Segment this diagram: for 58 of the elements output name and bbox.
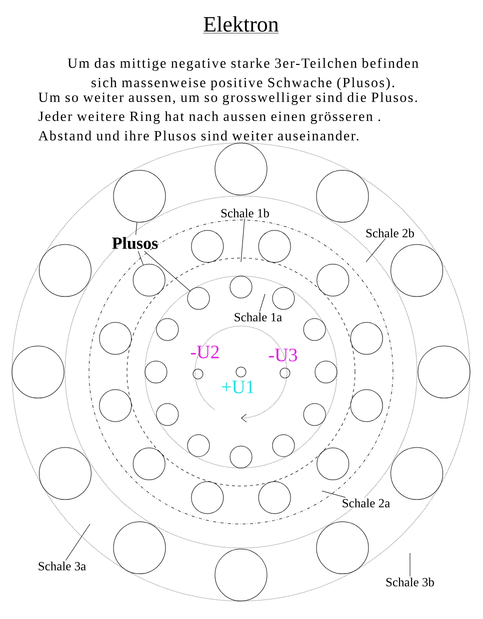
pluso-circle xyxy=(214,142,268,196)
pluso-circle xyxy=(99,322,132,355)
pluso-circle xyxy=(156,403,179,426)
charge-label: +U1 xyxy=(222,380,254,394)
leader-line xyxy=(322,490,346,498)
pluso-circle xyxy=(316,264,350,296)
pluso-circle xyxy=(144,360,168,384)
leader-line xyxy=(65,524,90,561)
description: Um so weiter aussen, um so grosswelliger sind die Plusos. xyxy=(38,92,417,105)
description: Jeder weitere Ring hat nach aussen einen grösseren . Abstand und ihre Plusos sind weiter auseinander. xyxy=(38,111,380,141)
pluso-circle xyxy=(316,522,369,574)
pluso-circle xyxy=(258,481,291,514)
title: Elektron xyxy=(202,16,280,34)
pluso-circle xyxy=(230,276,252,298)
pluso-circle xyxy=(132,448,166,480)
pluso-circle xyxy=(113,170,166,222)
callout-label: Schale 2b xyxy=(364,228,416,238)
pluso-circle xyxy=(187,287,210,310)
callout-label: Schale 2a xyxy=(340,498,392,508)
pluso-circle xyxy=(191,230,224,263)
leader-line xyxy=(144,250,190,292)
leader-line xyxy=(259,294,266,312)
pluso-circle xyxy=(113,522,166,574)
pluso-circle xyxy=(38,244,92,297)
callout-label: Schale 1b xyxy=(220,208,270,218)
pluso-circle xyxy=(350,322,383,355)
pluso-circle xyxy=(187,434,210,457)
leader-line xyxy=(138,250,144,266)
pluso-circle xyxy=(316,170,369,222)
pluso-circle xyxy=(350,389,383,422)
pluso-circle xyxy=(156,318,179,341)
description: Um das mittige negative starke 3er-Teilchen befinden sich massenweise positive Schwache (Plusos). xyxy=(68,58,418,90)
pluso-circle xyxy=(272,287,295,310)
charge-label: -U3 xyxy=(268,348,298,362)
charge-label: -U2 xyxy=(190,346,219,358)
callout-label: Schale 3a xyxy=(36,560,88,572)
callout-label: Plusos xyxy=(112,237,158,249)
pluso-circle xyxy=(99,389,132,422)
pluso-circle xyxy=(418,346,470,398)
pluso-circle xyxy=(191,481,224,514)
pluso-circle xyxy=(272,434,295,457)
pluso-circle xyxy=(314,360,338,384)
pluso-circle xyxy=(12,346,64,398)
leader-line xyxy=(136,222,138,236)
pluso-circle xyxy=(230,446,252,468)
pluso-circle xyxy=(214,548,268,602)
pluso-circle xyxy=(132,264,166,296)
pluso-circle xyxy=(390,244,444,297)
leader-line xyxy=(366,238,386,262)
callout-label: Schale 1a xyxy=(232,312,284,322)
pluso-circle xyxy=(390,447,444,500)
pluso-circle xyxy=(38,447,92,500)
callout-label: Schale 3b xyxy=(384,576,436,588)
pluso-circle xyxy=(303,318,326,341)
pluso-circle xyxy=(316,448,350,480)
pluso-circle xyxy=(303,403,326,426)
pluso-circle xyxy=(258,230,291,263)
leader-line xyxy=(240,218,245,262)
